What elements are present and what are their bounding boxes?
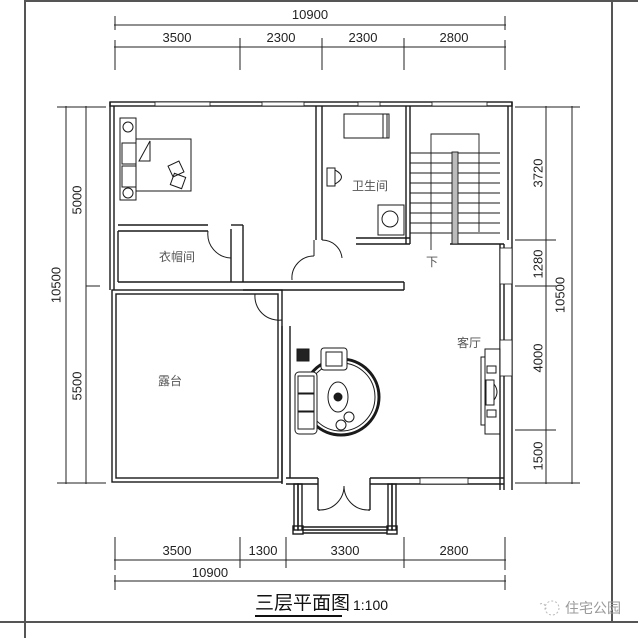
dim-top-segment: 3500 — [162, 30, 192, 45]
dim-top-segment: 2300 — [348, 30, 378, 45]
watermark-icon — [539, 600, 560, 616]
stair-direction-label: 下 — [425, 255, 439, 269]
dim-top-segment: 2300 — [266, 30, 296, 45]
room-label-closet: 衣帽间 — [158, 250, 196, 264]
dim-right-segment: 1500 — [530, 441, 546, 471]
dim-top-segment: 2800 — [439, 30, 469, 45]
dim-top-total: 10900 — [291, 7, 329, 22]
room-label-bathroom: 卫生间 — [351, 179, 389, 193]
bathroom-fixtures — [326, 113, 405, 236]
living-furniture — [294, 347, 501, 437]
dim-right-segment: 3720 — [530, 158, 546, 188]
bed-furniture — [119, 117, 192, 201]
dim-bottom-total: 10900 — [191, 565, 229, 580]
dim-bottom-segment: 1300 — [248, 543, 278, 558]
drawing-title: 三层平面图 — [255, 592, 351, 614]
dim-bottom-segment: 3500 — [162, 543, 192, 558]
dim-bottom-segment: 2800 — [439, 543, 469, 558]
room-label-living-room: 客厅 — [456, 336, 482, 350]
staircase — [410, 133, 500, 250]
dim-bottom-segment: 3300 — [330, 543, 360, 558]
room-label-terrace: 露台 — [157, 374, 183, 388]
watermark-text: 住宅公园 — [565, 601, 621, 617]
doors — [207, 230, 370, 511]
dim-left-segment: 5000 — [69, 185, 85, 215]
dimension-lines — [57, 16, 580, 590]
dim-right-total: 10500 — [552, 276, 568, 314]
windows — [154, 101, 513, 485]
dim-right-segment: 1280 — [530, 249, 546, 279]
dim-right-segment: 4000 — [530, 343, 546, 373]
walls — [109, 101, 513, 535]
dim-left-total: 10500 — [48, 266, 64, 304]
drawing-scale: 1:100 — [353, 597, 389, 613]
dim-left-segment: 5500 — [69, 371, 85, 401]
